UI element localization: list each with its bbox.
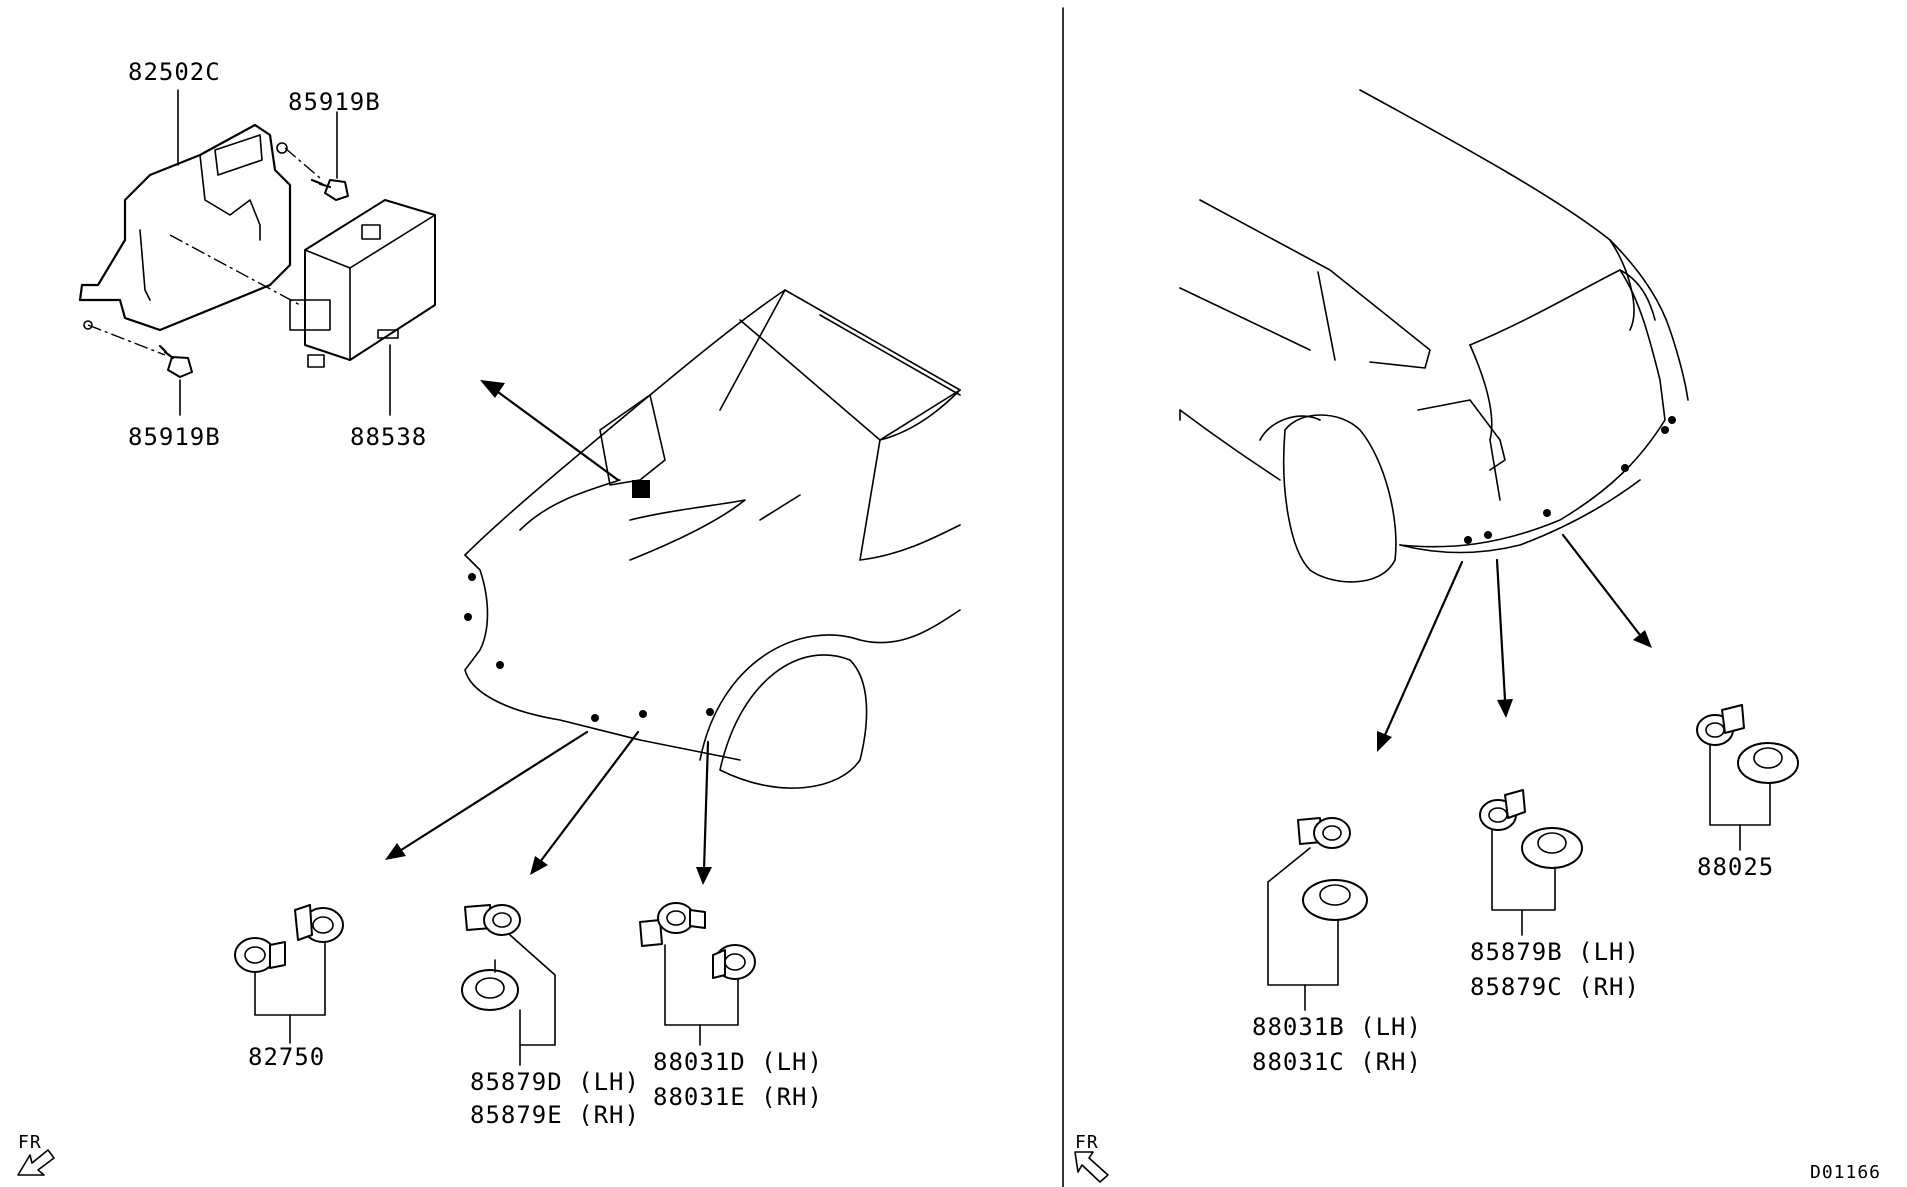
bolt-top-part[interactable] <box>310 178 349 201</box>
rear-arrows <box>1377 533 1652 752</box>
label-rear-sensor-corner-lh: 88031B (LH) <box>1252 1013 1422 1041</box>
rear-car-body <box>1179 89 1689 583</box>
front-direction-marker-left: FR <box>17 1132 55 1176</box>
label-rear-sensor-outer: 88025 <box>1697 853 1774 881</box>
label-bolt-top: 85919B <box>288 88 381 116</box>
label-front-sensor-outer: 82750 <box>248 1043 325 1071</box>
label-front-sensor-mid-rh: 85879E (RH) <box>470 1101 640 1129</box>
front-view-panel: 82502C 85919B 85919B 88538 82750 85879D … <box>17 58 961 1176</box>
label-rear-sensor-corner-rh: 88031C (RH) <box>1252 1048 1422 1076</box>
svg-text:FR: FR <box>18 1132 42 1153</box>
label-bracket: 82502C <box>128 58 221 86</box>
front-car-body <box>464 289 961 789</box>
bracket-part[interactable] <box>78 123 292 332</box>
label-front-sensor-corner-lh: 88031D (LH) <box>653 1048 823 1076</box>
svg-text:FR: FR <box>1075 1132 1099 1153</box>
front-direction-marker-right: FR <box>1074 1132 1109 1183</box>
front-arrows <box>385 380 712 885</box>
label-rear-sensor-mid-rh: 85879C (RH) <box>1470 973 1640 1001</box>
bolt-bottom-part[interactable] <box>158 344 193 378</box>
front-sensor-outer-part[interactable] <box>234 904 344 1044</box>
label-rear-sensor-mid-lh: 85879B (LH) <box>1470 938 1640 966</box>
rear-sensor-corner-part[interactable] <box>1267 817 1368 1011</box>
label-front-sensor-corner-rh: 88031E (RH) <box>653 1083 823 1111</box>
label-bolt-bottom: 85919B <box>128 423 221 451</box>
rear-sensor-outer-part[interactable] <box>1696 704 1799 851</box>
diagram-code: D01166 <box>1810 1162 1881 1183</box>
rear-view-panel: 88031B (LH) 88031C (RH) 85879B (LH) 8587… <box>1074 89 1881 1183</box>
rear-sensor-mid-part[interactable] <box>1479 789 1583 936</box>
label-control-unit: 88538 <box>350 423 427 451</box>
front-sensor-corner-part[interactable] <box>639 902 756 1046</box>
front-sensor-mid-part[interactable] <box>461 904 556 1066</box>
control-unit-part[interactable] <box>289 199 436 368</box>
label-front-sensor-mid-lh: 85879D (LH) <box>470 1068 640 1096</box>
